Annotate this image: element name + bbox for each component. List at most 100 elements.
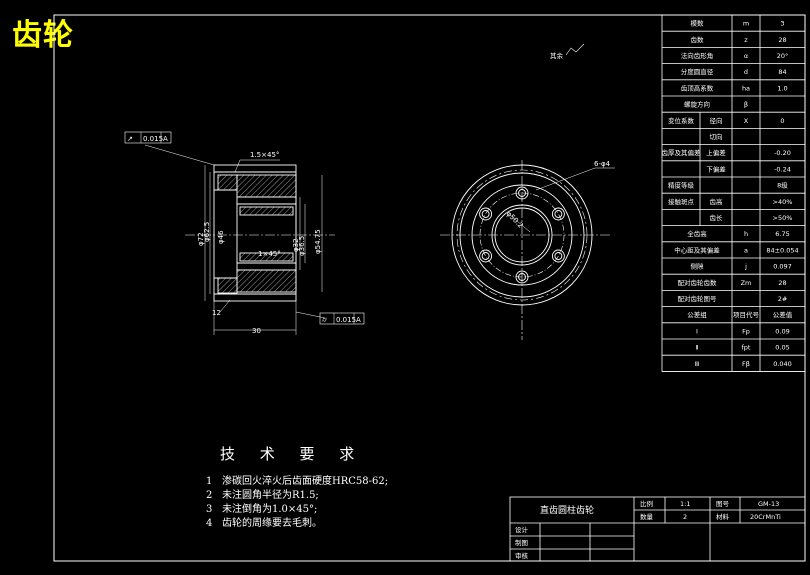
bolt-hole xyxy=(554,210,563,218)
param-cell: 84 xyxy=(778,68,786,76)
front-view xyxy=(440,160,615,340)
param-cell: a xyxy=(744,246,748,254)
param-cell: fpt xyxy=(742,344,751,352)
param-cell: 0.05 xyxy=(775,344,789,352)
section-view xyxy=(144,144,335,335)
material-label: 材料 xyxy=(716,512,730,521)
d-bore: φ32 xyxy=(292,238,300,252)
param-cell: 28 xyxy=(778,36,786,44)
tol2-value: 0.015 xyxy=(336,316,356,324)
param-cell: 切向 xyxy=(710,132,723,141)
param-cell: ha xyxy=(742,84,750,92)
param-cell: Fβ xyxy=(742,360,750,368)
d-outer: φ72 xyxy=(197,232,205,246)
param-cell: 分度圆直径 xyxy=(681,67,714,76)
bolt-hole xyxy=(551,207,565,221)
roughness-label: 其余 xyxy=(550,51,564,60)
bolt-hole xyxy=(479,207,493,221)
param-cell: 齿顶高系数 xyxy=(681,83,714,92)
bolt-hole xyxy=(515,186,529,200)
param-cell: 28 xyxy=(778,279,786,287)
param-cell: 接触斑点 xyxy=(668,197,695,206)
param-cell: >50% xyxy=(773,214,793,222)
param-cell: X xyxy=(744,117,749,125)
review-label: 审核 xyxy=(515,551,529,560)
tol2-icon: ⌭ xyxy=(322,316,327,324)
param-cell: 8级 xyxy=(777,181,788,190)
param-cell: Fp xyxy=(742,327,750,335)
param-cell: 螺旋方向 xyxy=(684,100,710,109)
param-cell: 3 xyxy=(780,20,784,28)
param-cell: 0.097 xyxy=(773,263,792,271)
param-cell: 模数 xyxy=(691,19,705,28)
design-label: 设计 xyxy=(515,525,529,534)
param-cell: 下偏差 xyxy=(706,164,726,173)
bolt-hole xyxy=(551,249,565,263)
tol-icon: ↗ xyxy=(127,135,133,143)
pcd-note: φ50.2 xyxy=(505,210,525,230)
datum-label: A xyxy=(163,135,168,143)
bolt-hole xyxy=(515,270,529,284)
param-cell: 1.0 xyxy=(777,84,787,92)
param-cell: 0.040 xyxy=(773,360,792,368)
param-cell: β xyxy=(744,101,748,109)
drawing-no: GM-13 xyxy=(758,500,779,508)
param-cell: -0.24 xyxy=(774,165,791,173)
param-cell: 齿数 xyxy=(691,35,705,44)
drawing-no-label: 图号 xyxy=(716,500,730,508)
param-cell: 20° xyxy=(777,52,789,60)
title-block xyxy=(509,496,806,562)
param-cell: j xyxy=(744,263,747,271)
bolt-hole xyxy=(554,252,563,260)
param-cell: 配对齿轮齿数 xyxy=(678,278,718,287)
d-hub: φ46 xyxy=(217,230,225,244)
scale-label: 比例 xyxy=(640,499,653,508)
param-cell: 侧隙 xyxy=(691,262,705,271)
param-cell: 法向齿形角 xyxy=(681,51,714,60)
param-cell: 84±0.054 xyxy=(766,246,798,254)
holes-label: 6-φ4 xyxy=(594,160,611,168)
requirements-title: 技 术 要 求 xyxy=(220,445,365,463)
width-label: 30 xyxy=(252,327,261,335)
small-label: 12 xyxy=(212,309,221,317)
param-cell: 公差组 xyxy=(687,310,707,319)
param-cell: 径向 xyxy=(710,116,723,125)
param-cell: 齿高 xyxy=(710,197,724,206)
param-cell: m xyxy=(743,20,749,28)
bolt-hole xyxy=(518,273,526,281)
bolt-hole xyxy=(481,252,490,260)
param-cell: 配对齿轮图号 xyxy=(678,294,718,303)
scale-value: 1:1 xyxy=(680,500,690,508)
param-cell: 齿长 xyxy=(710,213,724,222)
param-cell: 全齿高 xyxy=(687,229,707,238)
param-cell: 上偏差 xyxy=(706,148,726,157)
param-cell: >40% xyxy=(773,198,793,206)
section-dims: ↗ 0.015 A 1.5×45° 30 12 φ72 φ62.5 φ46 φ3… xyxy=(124,131,365,335)
param-cell: Zm xyxy=(741,279,752,287)
d-root: φ62.5 xyxy=(203,222,211,242)
param-cell: 齿厚及其偏差 xyxy=(662,148,702,157)
part-name: 直齿圆柱齿轮 xyxy=(540,504,594,516)
param-cell: -0.20 xyxy=(774,149,791,157)
param-cell: 变位系数 xyxy=(668,116,695,125)
qty-value: 2 xyxy=(683,513,687,521)
title-block-text: 直齿圆柱齿轮 比例 1:1 图号 GM-13 数量 2 材料 20CrMnTi … xyxy=(515,499,781,560)
datum2-label: A xyxy=(356,316,361,324)
sheet-border xyxy=(53,14,806,562)
material-value: 20CrMnTi xyxy=(750,513,781,521)
param-cell: Ⅰ xyxy=(696,327,698,335)
chamfer-label: 1.5×45° xyxy=(250,151,279,159)
param-cell: Ⅱ xyxy=(695,344,698,352)
bolt-hole xyxy=(518,189,526,197)
param-cell: α xyxy=(744,52,748,60)
param-cell: 精度等级 xyxy=(668,181,695,190)
param-cell: d xyxy=(744,68,748,76)
param-cell: h xyxy=(744,230,748,238)
param-cell: 0.09 xyxy=(775,327,789,335)
bolt-hole xyxy=(479,249,493,263)
param-cell: z xyxy=(744,36,748,44)
